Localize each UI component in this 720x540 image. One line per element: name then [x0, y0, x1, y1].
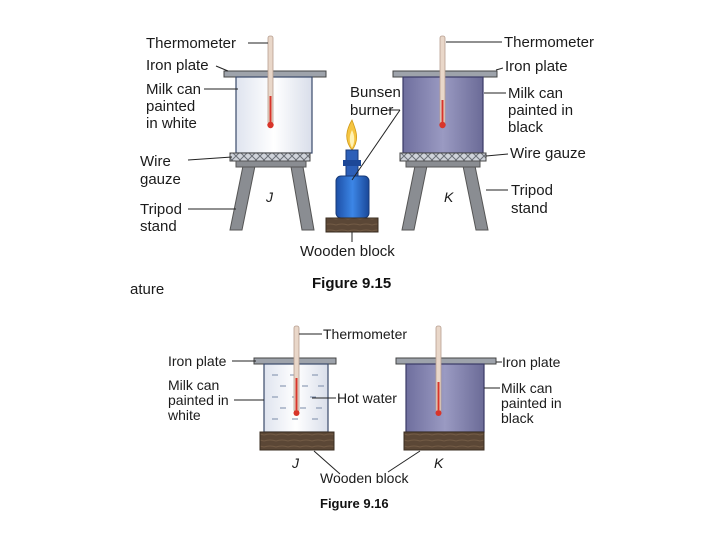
label-wire-gauze-left-2: gauze	[140, 171, 181, 188]
label-iron-plate-right: Iron plate	[505, 58, 568, 75]
setup-j-cooling	[253, 325, 337, 451]
setup-k-cooling	[395, 325, 497, 451]
tripod-leg-right-b	[461, 160, 489, 231]
wooden-block-left-fig16	[259, 431, 335, 451]
iron-plate-left	[223, 70, 327, 78]
label-thermometer-fig16: Thermometer	[323, 326, 407, 342]
thermometer-left-bulb	[267, 121, 274, 129]
label-thermometer-right: Thermometer	[504, 34, 594, 51]
label-bunsen-1: Bunsen	[350, 84, 401, 101]
label-milk-can-black-1: Milk can	[508, 85, 563, 102]
label-milk-can-black-fig16-2: painted in	[501, 395, 562, 411]
label-tripod-left-1: Tripod	[140, 201, 182, 218]
label-milk-can-white-2: painted	[146, 98, 195, 115]
label-iron-plate-left: Iron plate	[146, 57, 209, 74]
thermometer-right-fig16-mercury	[437, 382, 440, 410]
labels-fig16: Thermometer Iron plate Milk can painted …	[167, 326, 562, 511]
label-setup-j-fig15: J	[265, 189, 274, 205]
setup-k-heating	[392, 35, 498, 231]
tripod-top-left	[235, 160, 307, 168]
label-wooden-block-fig15: Wooden block	[300, 243, 395, 260]
label-tripod-right-2: stand	[511, 200, 548, 217]
label-setup-j-fig16: J	[291, 455, 300, 471]
label-setup-k-fig16: K	[434, 455, 444, 471]
label-hot-water: Hot water	[337, 390, 397, 406]
figure-9-16: Thermometer Iron plate Milk can painted …	[167, 325, 562, 511]
label-milk-can-black-3: black	[508, 119, 544, 136]
tripod-top-right	[405, 160, 481, 168]
iron-plate-right-fig16	[395, 357, 497, 365]
tripod-leg-right-a	[401, 160, 429, 231]
label-iron-plate-left-fig16: Iron plate	[168, 353, 227, 369]
label-milk-can-black-fig16-1: Milk can	[501, 380, 552, 396]
label-tripod-left-2: stand	[140, 218, 177, 235]
label-iron-plate-right-fig16: Iron plate	[502, 354, 561, 370]
hot-water-dashes	[272, 374, 324, 420]
leader-lines-fig15	[187, 41, 509, 242]
figure-9-15: Thermometer Iron plate Milk can painted …	[130, 34, 594, 298]
label-wire-gauze-right: Wire gauze	[510, 145, 586, 162]
milk-can-white-left	[235, 76, 313, 154]
thermometer-right-bulb	[439, 121, 446, 129]
label-milk-can-black-fig16-3: black	[501, 410, 535, 426]
bunsen-flame-inner	[349, 130, 355, 148]
tripod-leg-left-a	[229, 160, 257, 231]
milk-can-black-fig16	[405, 363, 485, 433]
label-milk-can-white-fig16-1: Milk can	[168, 377, 219, 393]
label-cropped-text: ature	[130, 281, 164, 298]
labels-fig15: Thermometer Iron plate Milk can painted …	[130, 34, 594, 298]
label-wire-gauze-left-1: Wire	[140, 153, 171, 170]
thermometer-left-mercury	[269, 96, 272, 122]
tripod-leg-left-b	[289, 160, 315, 231]
thermometer-left-fig16-bulb	[293, 410, 300, 416]
label-tripod-right-1: Tripod	[511, 182, 553, 199]
setup-j-heating	[223, 35, 327, 231]
bunsen-base	[335, 175, 370, 219]
wooden-block-fig15	[325, 217, 379, 233]
label-milk-can-white-fig16-2: painted in	[168, 392, 229, 408]
thermometer-right-fig16-bulb	[435, 410, 442, 416]
leader-lines-fig16	[232, 333, 502, 475]
label-thermometer-left: Thermometer	[146, 35, 236, 52]
label-wooden-block-fig16: Wooden block	[320, 470, 409, 486]
wire-gauze-left	[229, 152, 311, 162]
label-milk-can-white-3: in white	[146, 115, 197, 132]
label-milk-can-black-2: painted in	[508, 102, 573, 119]
label-setup-k-fig15: K	[444, 189, 454, 205]
label-bunsen-2: burner	[350, 102, 393, 119]
wooden-block-right-fig16	[403, 431, 485, 451]
caption-figure-9-15: Figure 9.15	[312, 275, 391, 292]
wire-gauze-right	[399, 152, 487, 162]
bunsen-burner	[325, 119, 379, 233]
label-milk-can-white-fig16-3: white	[167, 407, 201, 423]
thermometer-right-mercury	[441, 100, 444, 122]
thermometer-left-fig16-mercury	[295, 378, 298, 410]
label-milk-can-white-1: Milk can	[146, 81, 201, 98]
bunsen-collar	[343, 160, 361, 166]
caption-figure-9-16: Figure 9.16	[320, 496, 389, 511]
